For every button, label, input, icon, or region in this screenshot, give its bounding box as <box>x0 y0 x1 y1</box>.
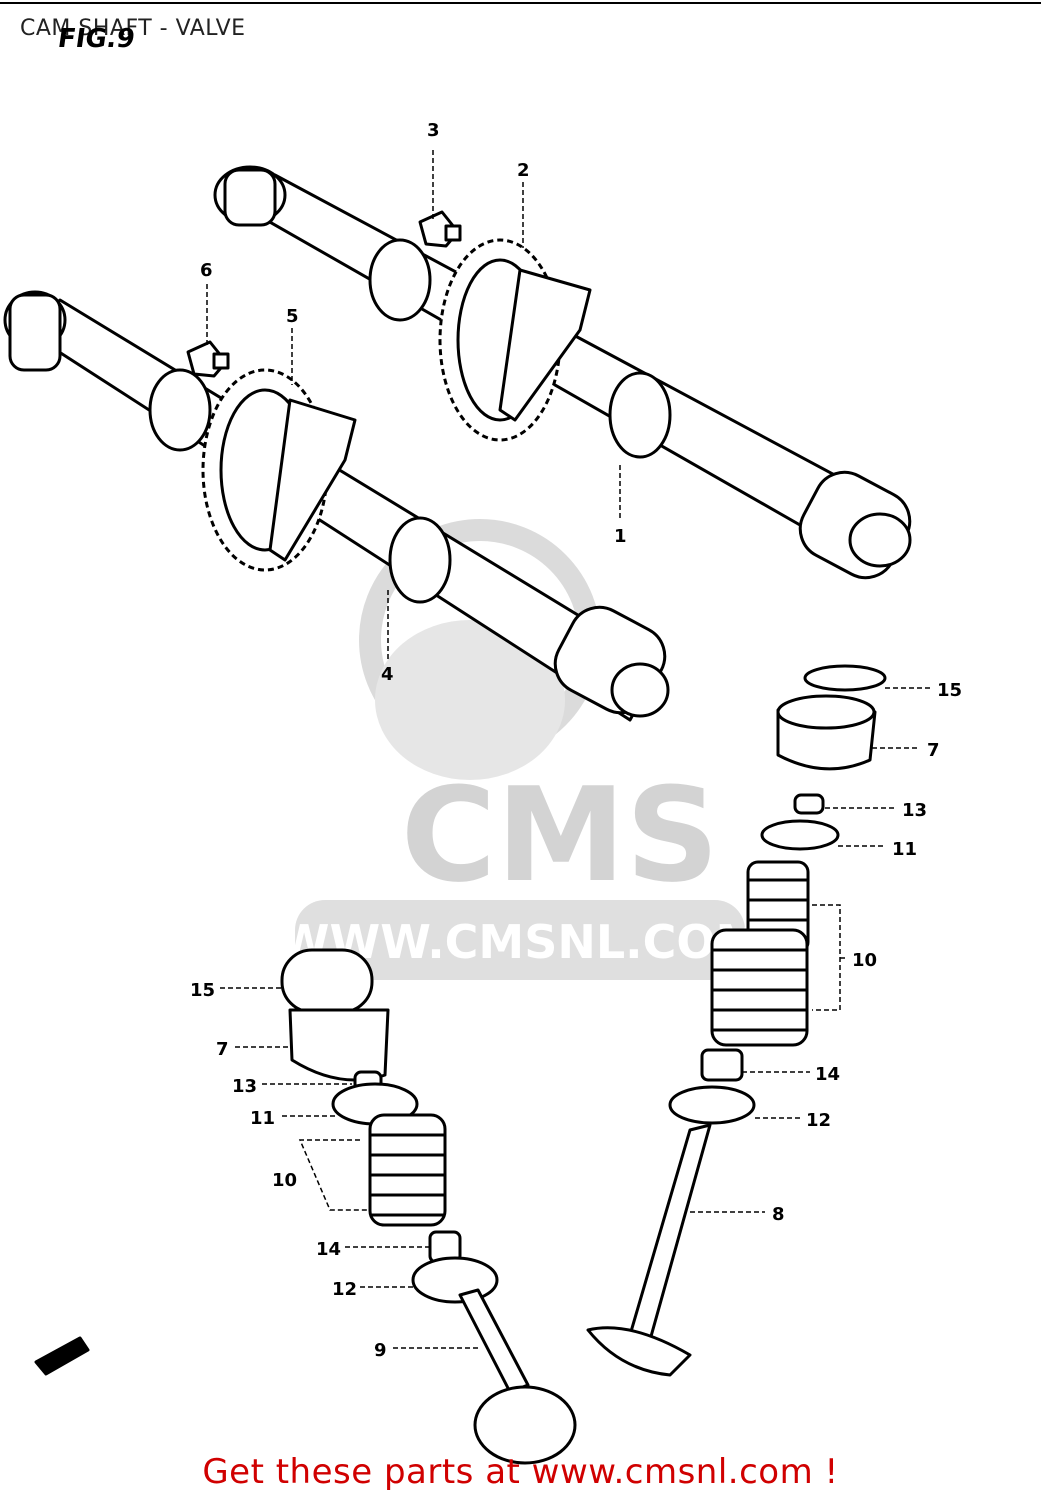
callout-4: 4 <box>381 664 394 685</box>
bolt-3 <box>418 210 462 248</box>
callout-11-right: 11 <box>892 839 917 860</box>
seal-14-right <box>700 1048 744 1082</box>
watermark-brand: CMS <box>401 759 719 911</box>
top-rule <box>0 2 1041 4</box>
spring-10-left <box>368 1113 447 1227</box>
cotter-13-right <box>793 793 825 815</box>
callout-13-right: 13 <box>902 800 927 821</box>
sprocket-2 <box>438 238 592 442</box>
camshaft-4 <box>3 290 670 722</box>
callout-9: 9 <box>374 1340 387 1361</box>
callout-10-left: 10 <box>272 1170 297 1191</box>
left-valve-assembly <box>280 948 577 1465</box>
callout-1: 1 <box>614 526 627 547</box>
callout-5: 5 <box>286 306 299 327</box>
seat-12-left <box>411 1256 499 1304</box>
shim-15-right <box>803 664 887 692</box>
cms-watermark: CMS WWW.CMSNL.COM <box>279 519 761 980</box>
valve-8-head <box>586 1326 692 1377</box>
valve-8-stem <box>628 1123 712 1342</box>
figure-label: FIG.9 <box>55 24 137 54</box>
shim-15-left <box>280 948 374 1014</box>
callout-3: 3 <box>427 120 440 141</box>
retainer-11-right <box>760 819 840 851</box>
callout-12-right: 12 <box>806 1110 831 1131</box>
callout-8: 8 <box>772 1204 785 1225</box>
spring-10-right <box>710 860 810 1047</box>
page-title: CAM SHAFT - VALVE <box>20 16 246 41</box>
footer-link[interactable]: Get these parts at www.cmsnl.com ! <box>202 1452 839 1492</box>
tappet-7-left <box>288 1008 390 1082</box>
callout-14-right: 14 <box>815 1064 840 1085</box>
right-valve-assembly <box>586 664 887 1377</box>
callout-10-right: 10 <box>852 950 877 971</box>
bolt-6 <box>186 340 230 378</box>
valve-9-head <box>473 1385 577 1465</box>
sprocket-5 <box>201 368 357 572</box>
leader-lines <box>206 150 930 1349</box>
valve-9-stem <box>458 1288 530 1394</box>
seat-12-right <box>668 1085 756 1125</box>
callout-12-left: 12 <box>332 1279 357 1300</box>
callout-15-right: 15 <box>937 680 962 701</box>
front-arrow-icon <box>34 1336 90 1376</box>
callout-7-right: 7 <box>927 740 940 761</box>
camshaft-1 <box>213 165 912 580</box>
callout-15-left: 15 <box>190 980 215 1001</box>
callout-numbers: 3 2 6 5 1 4 15 7 13 11 10 14 12 8 15 7 1… <box>190 120 962 1361</box>
callout-6: 6 <box>200 260 213 281</box>
callout-2: 2 <box>517 160 530 181</box>
callout-7-left: 7 <box>216 1039 229 1060</box>
callout-11-left: 11 <box>250 1108 275 1129</box>
callout-13-left: 13 <box>232 1076 257 1097</box>
callout-14-left: 14 <box>316 1239 341 1260</box>
